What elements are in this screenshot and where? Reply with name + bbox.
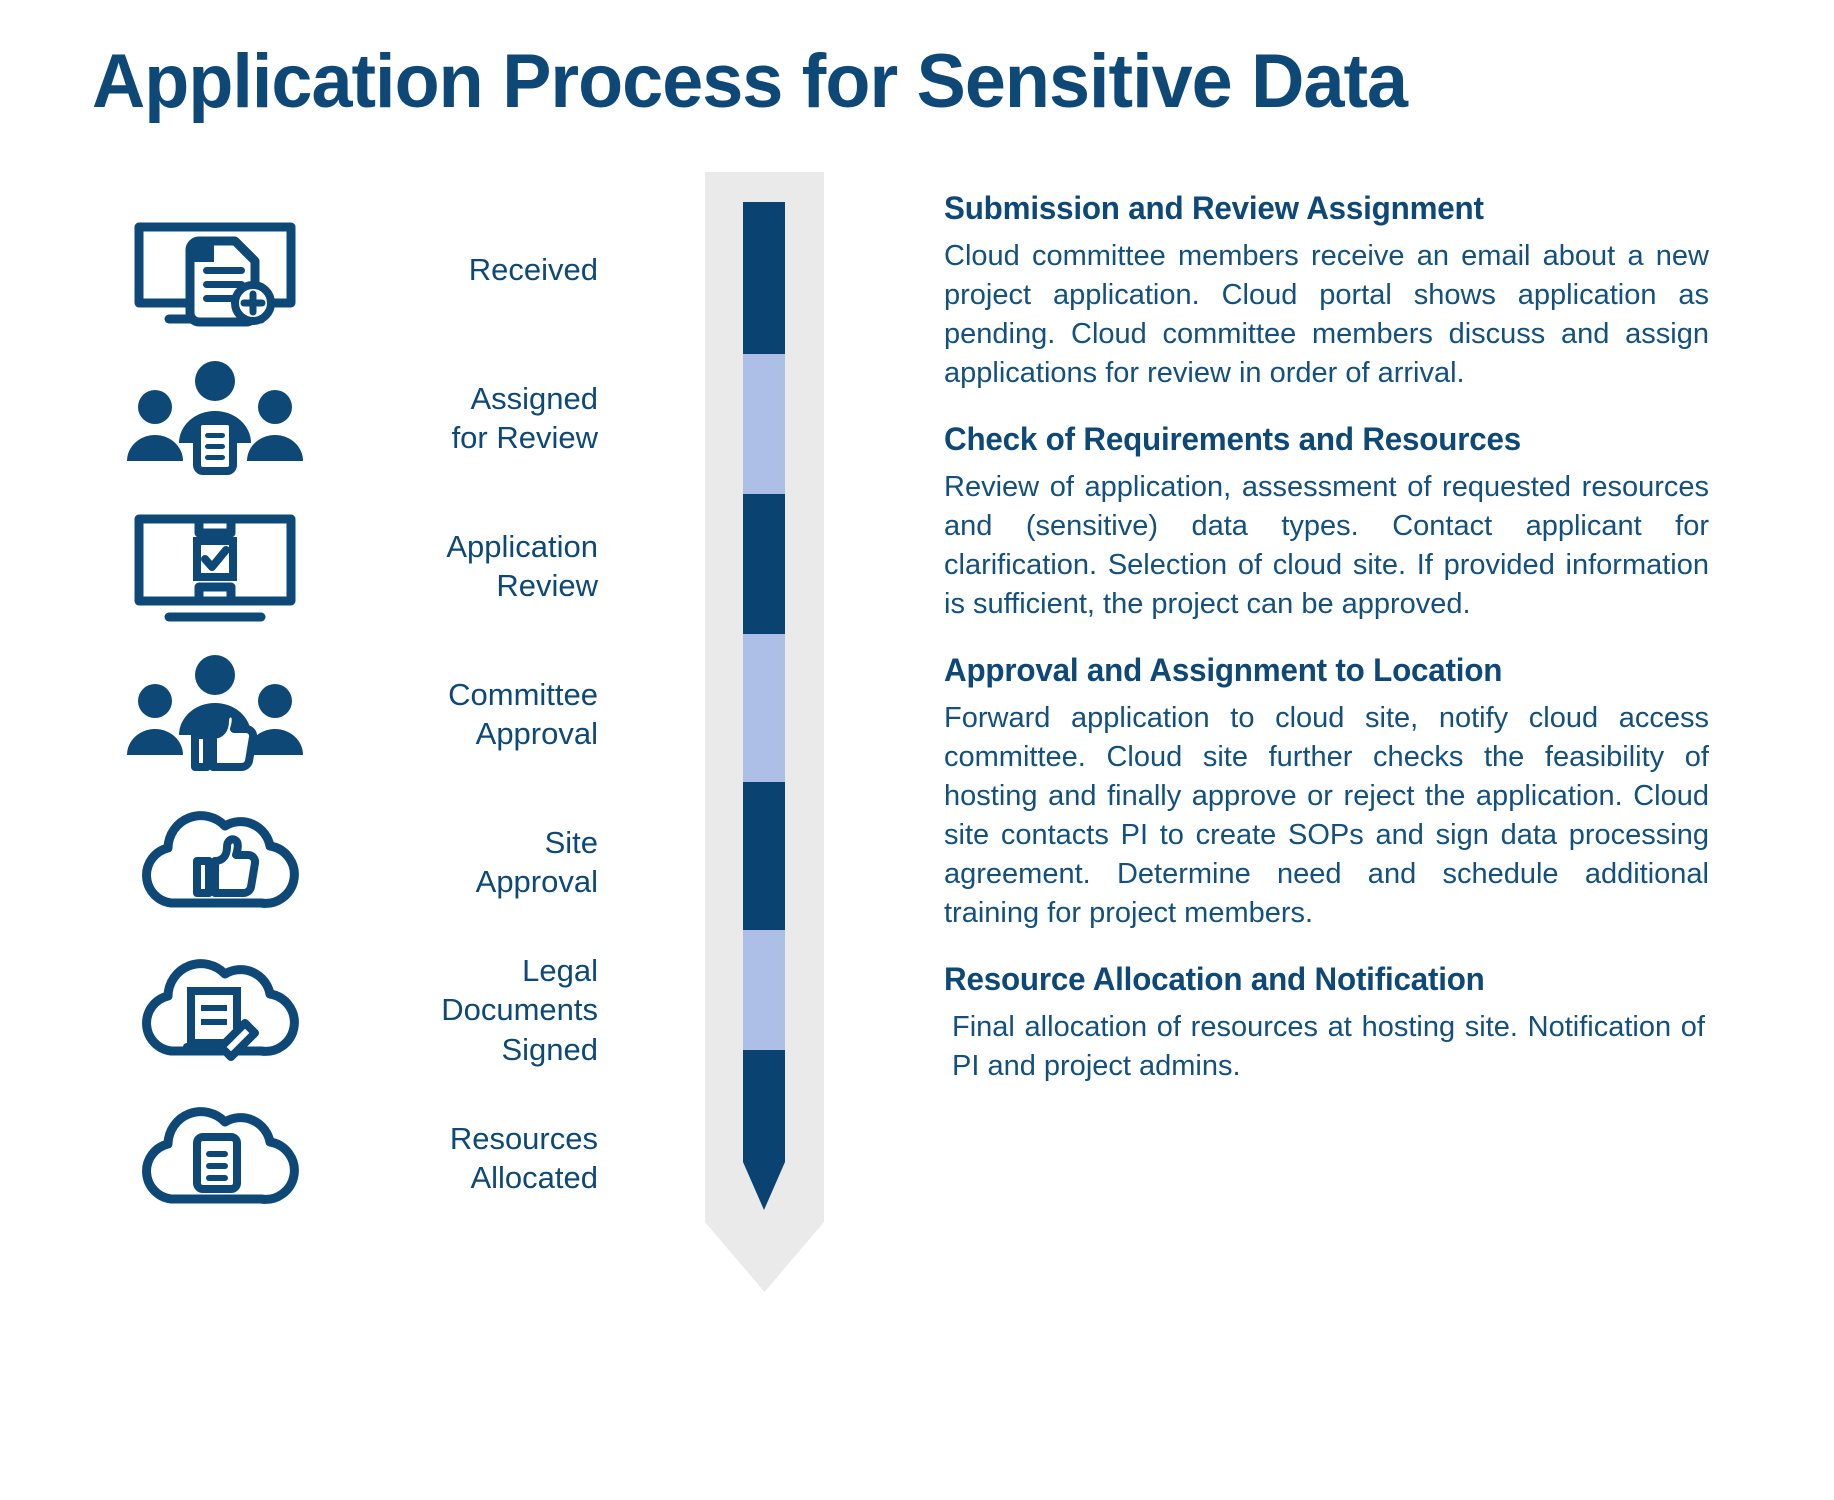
segment-7 [743,1050,785,1210]
step-received: Received [120,196,610,344]
section-heading: Approval and Assignment to Location [944,652,1503,688]
section-body: Review of application, assessment of req… [944,471,1709,620]
step-application-review: Application Review [120,492,610,640]
step-label: Received [468,252,598,288]
process-detail-sections: Submission and Review Assignment Cloud c… [944,188,1709,1086]
segment-1 [743,202,785,354]
cloud-thumbsup-icon [120,797,310,927]
segment-3 [743,494,785,634]
step-resources-allocated: Resources Allocated [120,1084,610,1232]
section-heading: Check of Requirements and Resources [944,421,1521,457]
section-submission-and-review-assignment: Submission and Review Assignment Cloud c… [944,188,1709,393]
section-heading: Submission and Review Assignment [944,190,1484,226]
people-document-icon [120,353,310,483]
section-heading: Resource Allocation and Notification [944,961,1485,997]
step-label: Site Approval [475,824,598,899]
page-title: Application Process for Sensitive Data [92,39,1408,124]
step-assigned-for-review: Assigned for Review [120,344,610,492]
section-body: Forward application to cloud site, notif… [944,702,1709,929]
step-label: Assigned for Review [451,380,598,455]
process-timeline-arrow [705,172,824,1292]
cloud-document-pencil-icon [120,945,310,1075]
segment-2 [743,354,785,494]
step-label: Legal Documents Signed [441,952,598,1067]
segment-4 [743,634,785,782]
process-step-list: Received [120,196,610,1232]
section-body: Cloud committee members receive an email… [944,240,1709,389]
segment-5 [743,782,785,930]
step-label: Committee Approval [448,676,598,751]
step-legal-documents-signed: Legal Documents Signed [120,936,610,1084]
section-approval-and-assignment-to-location: Approval and Assignment to Location Forw… [944,650,1709,933]
section-check-of-requirements-and-resources: Check of Requirements and Resources Revi… [944,419,1709,624]
segment-6 [743,930,785,1050]
step-committee-approval: Committee Approval [120,640,610,788]
timeline-segments [743,202,785,1210]
section-body: Final allocation of resources at hosting… [952,1011,1705,1082]
people-thumbsup-icon [120,649,310,779]
monitor-checklist-icon [120,501,310,631]
step-label: Resources Allocated [449,1120,598,1195]
section-resource-allocation-and-notification: Resource Allocation and Notification Fin… [944,959,1709,1086]
cloud-document-icon [120,1093,310,1223]
step-site-approval: Site Approval [120,788,610,936]
step-label: Application Review [446,528,598,603]
monitor-document-add-icon [120,205,310,335]
